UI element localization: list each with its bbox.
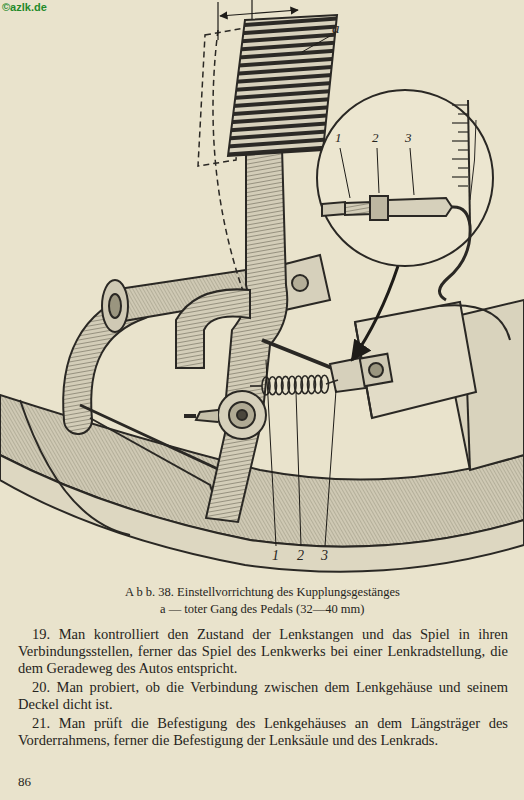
body-text: 19. Man kontrolliert den Zustand der Len… bbox=[18, 626, 508, 751]
ruler-ticks bbox=[458, 149, 468, 150]
dimension-line bbox=[220, 10, 298, 16]
leader-line bbox=[296, 392, 301, 546]
body-paragraph: 19. Man kontrolliert den Zustand der Len… bbox=[18, 626, 508, 677]
callout-number: 1 bbox=[272, 548, 279, 563]
push-rod bbox=[360, 354, 392, 386]
detail-inset bbox=[470, 120, 476, 200]
pedal-hub bbox=[184, 414, 196, 418]
ruler-ticks bbox=[458, 131, 468, 132]
pedal-shaft bbox=[292, 275, 308, 291]
dimension-line bbox=[217, 2, 218, 40]
ruler-ticks bbox=[452, 105, 468, 186]
figure-caption: A b b. 38. Einstellvorrichtung des Kuppl… bbox=[125, 586, 400, 600]
callout-number: 3 bbox=[321, 548, 328, 563]
detail-inset bbox=[317, 90, 493, 300]
push-rod bbox=[369, 363, 383, 377]
leader-line bbox=[266, 36, 414, 546]
bracket-block bbox=[355, 302, 476, 418]
pedal-hub bbox=[237, 410, 247, 420]
detail-inset bbox=[370, 196, 388, 220]
leader-line bbox=[410, 148, 414, 195]
pedal-arm bbox=[224, 148, 287, 420]
detail-inset bbox=[388, 198, 452, 216]
leader-line bbox=[325, 390, 336, 546]
return-spring bbox=[321, 375, 329, 393]
return-spring bbox=[250, 375, 338, 395]
pedal-hub bbox=[229, 402, 255, 428]
pedal-hub bbox=[196, 410, 218, 422]
ruler-ticks bbox=[452, 158, 468, 159]
pedal-arm bbox=[176, 289, 250, 368]
ruler-ticks bbox=[458, 185, 468, 186]
left-pipe bbox=[90, 418, 222, 520]
leader-line bbox=[302, 36, 330, 52]
return-spring bbox=[250, 385, 262, 387]
leader-line bbox=[340, 148, 350, 198]
detail-inset bbox=[322, 202, 345, 216]
pointer-arrow bbox=[352, 266, 398, 360]
body-paragraph: 21. Man prüft die Befestigung des Lenkge… bbox=[18, 715, 508, 749]
callout-number: 1 bbox=[335, 131, 342, 145]
ruler-ticks bbox=[452, 122, 468, 123]
pedal-hub bbox=[218, 391, 266, 439]
ruler-ticks bbox=[452, 140, 468, 141]
ruler-ticks bbox=[452, 176, 468, 177]
pedal-shaft bbox=[102, 280, 128, 332]
body-paragraph: 20. Man probiert, ob die Verbindung zwis… bbox=[18, 679, 508, 713]
detail-inset bbox=[439, 207, 470, 300]
pedal-hub bbox=[184, 391, 266, 439]
callout-number: 3 bbox=[405, 131, 412, 145]
pedal-pad bbox=[228, 15, 337, 156]
ruler-ticks bbox=[458, 167, 468, 168]
bracket-block bbox=[440, 305, 510, 340]
pedal-shaft bbox=[109, 294, 121, 318]
leader-line bbox=[266, 360, 276, 546]
pedal-arm bbox=[176, 148, 287, 522]
callout-number: 2 bbox=[372, 131, 379, 145]
pedal-pad bbox=[228, 15, 337, 156]
ruler-ticks bbox=[458, 113, 468, 114]
caption-legend: a — toter Gang des Pedals (32—40 mm) bbox=[160, 603, 364, 617]
detail-inset bbox=[468, 100, 470, 226]
dimension-letter: a bbox=[332, 20, 340, 37]
ruler-ticks bbox=[452, 104, 468, 105]
bracket-block bbox=[355, 302, 510, 418]
frame-rail bbox=[0, 300, 524, 572]
pointer-arrow bbox=[352, 266, 398, 360]
detail-inset bbox=[317, 90, 493, 266]
page-number: 86 bbox=[18, 775, 31, 789]
callout-number: 2 bbox=[297, 548, 304, 563]
leader-line bbox=[377, 148, 379, 193]
detail-inset bbox=[345, 202, 372, 215]
watermark: ©azlk.de bbox=[2, 1, 47, 13]
frame-rail bbox=[0, 455, 524, 572]
